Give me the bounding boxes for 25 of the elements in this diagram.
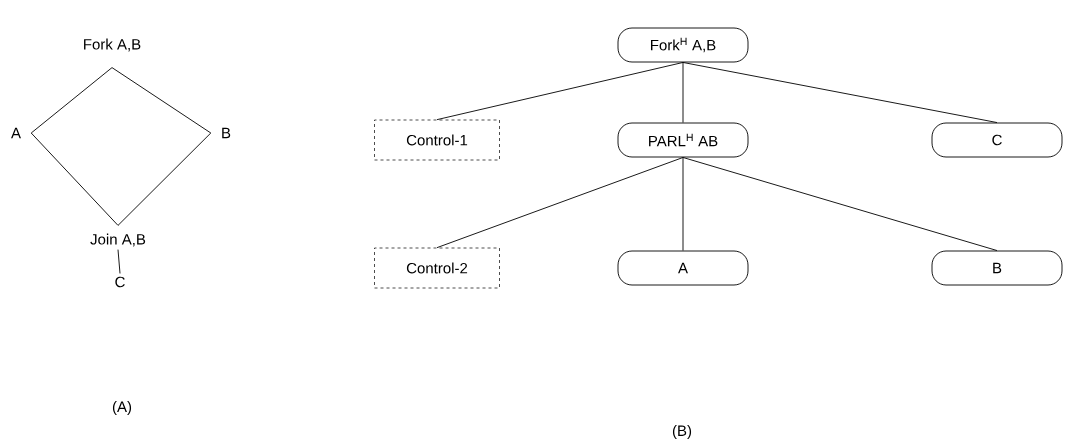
figure-label: (B): [672, 425, 692, 439]
connector-line: [682, 157, 684, 251]
connector-line: [111, 67, 212, 134]
rounded-box: A: [617, 250, 749, 286]
node-label: C: [115, 276, 125, 288]
rounded-box: B: [931, 250, 1063, 286]
connector-line: [436, 157, 684, 249]
connector-line: [682, 157, 998, 251]
node-label: Fork A,B: [84, 38, 141, 52]
connector-line: [117, 249, 121, 274]
rounded-box: C: [931, 122, 1063, 158]
dashed-box: Control-1: [374, 119, 500, 161]
node-label: Join A,B: [90, 233, 146, 247]
connector-line: [436, 62, 684, 121]
figure-label: (A): [112, 401, 132, 415]
connector-line: [682, 62, 998, 123]
connector-line: [30, 132, 119, 226]
node-label: A: [11, 127, 21, 139]
connector-line: [682, 62, 684, 123]
rounded-box: PARL$^{H}$ AB: [617, 122, 749, 158]
connector-line: [117, 132, 212, 226]
rounded-box: Fork$^{H}$ A,B: [617, 27, 749, 63]
node-label: B: [222, 127, 231, 139]
connector-line: [30, 67, 113, 134]
dashed-box: Control-2: [374, 247, 500, 289]
